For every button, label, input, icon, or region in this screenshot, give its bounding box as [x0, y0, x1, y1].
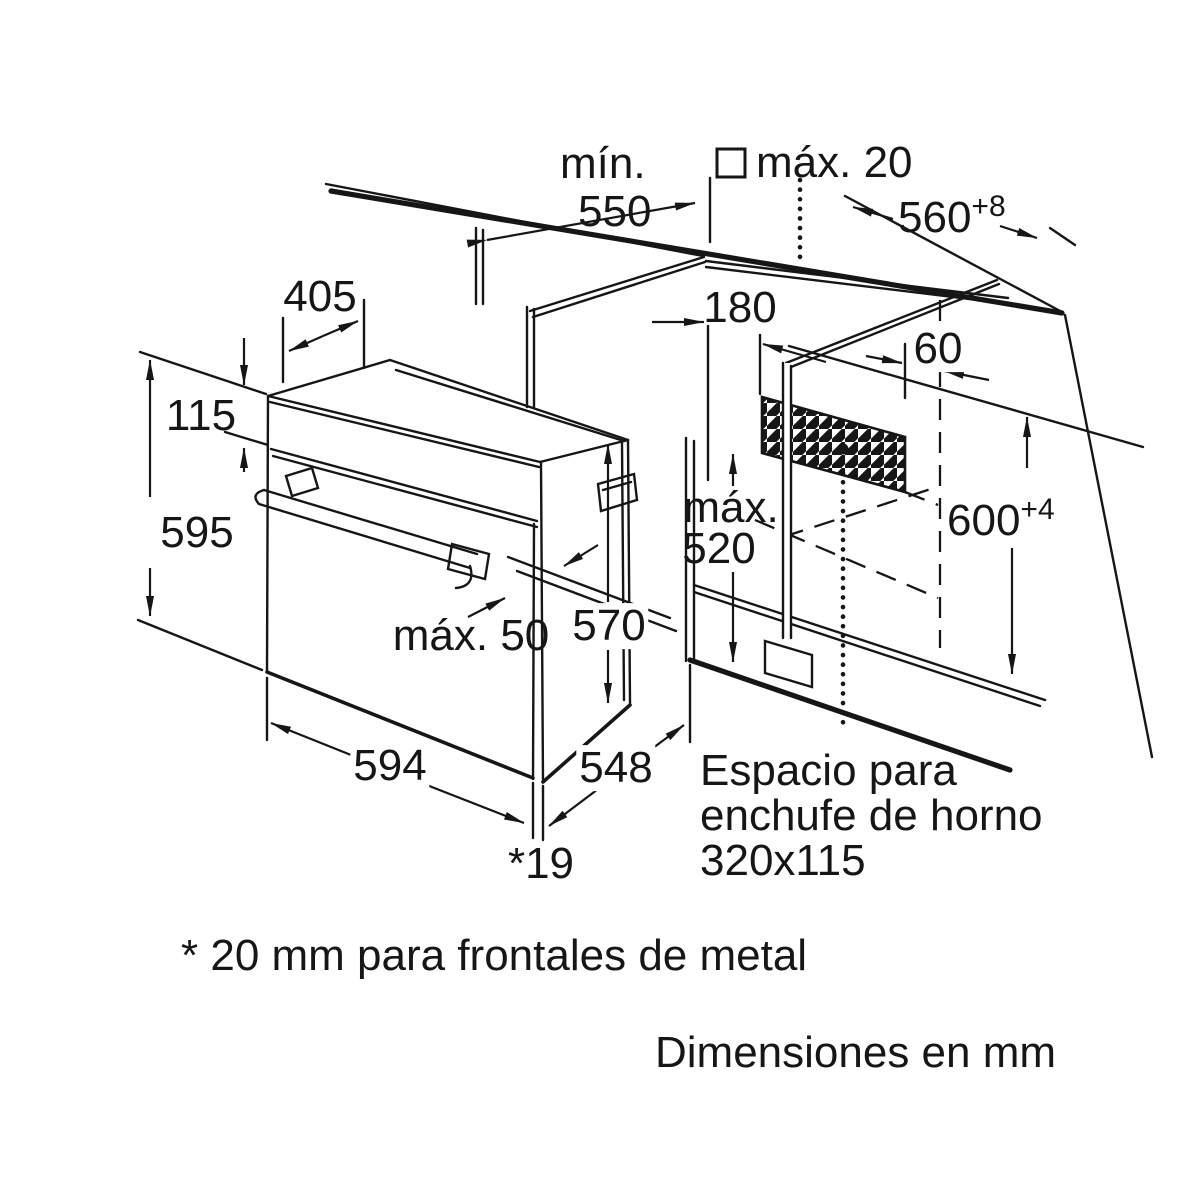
dim-min-550-value: 550 [578, 187, 652, 236]
dim-405: 405 [283, 272, 357, 322]
dim-max-520-word: máx. [683, 483, 779, 533]
dim-max-520-value: 520 [682, 524, 756, 574]
dim-600: 600+4 [947, 493, 1055, 545]
units-note: Dimensiones en mm [655, 1028, 1057, 1077]
dim-min-550-word: mín. [560, 139, 646, 188]
vent-slot [596, 472, 639, 513]
dim-max-50: máx. 50 [392, 611, 550, 661]
door-handle [254, 466, 491, 590]
dim-570: 570 [569, 603, 649, 649]
dim-595: 595 [160, 508, 234, 558]
footnote: * 20 mm para frontales de metal [181, 931, 808, 980]
socket-note-line2: enchufe de horno [700, 791, 1043, 840]
dim-115: 115 [165, 391, 237, 441]
cabinet-lines [474, 226, 1154, 773]
dim-max-20: máx. 20 [756, 138, 913, 187]
dim-180: 180 [703, 283, 777, 333]
dim-60: 60 [910, 326, 966, 372]
socket-dot [837, 443, 849, 455]
dim-594: 594 [350, 743, 430, 789]
socket-note-line3: 320x115 [700, 836, 866, 885]
socket-space-hatch [760, 177, 907, 731]
dim-560: 560+8 [898, 190, 1006, 242]
square-symbol [715, 147, 747, 179]
socket-note-line1: Espacio para [700, 746, 957, 795]
oven-outline [254, 358, 639, 784]
dim-548: 548 [576, 745, 656, 791]
dim-19: *19 [507, 839, 575, 889]
